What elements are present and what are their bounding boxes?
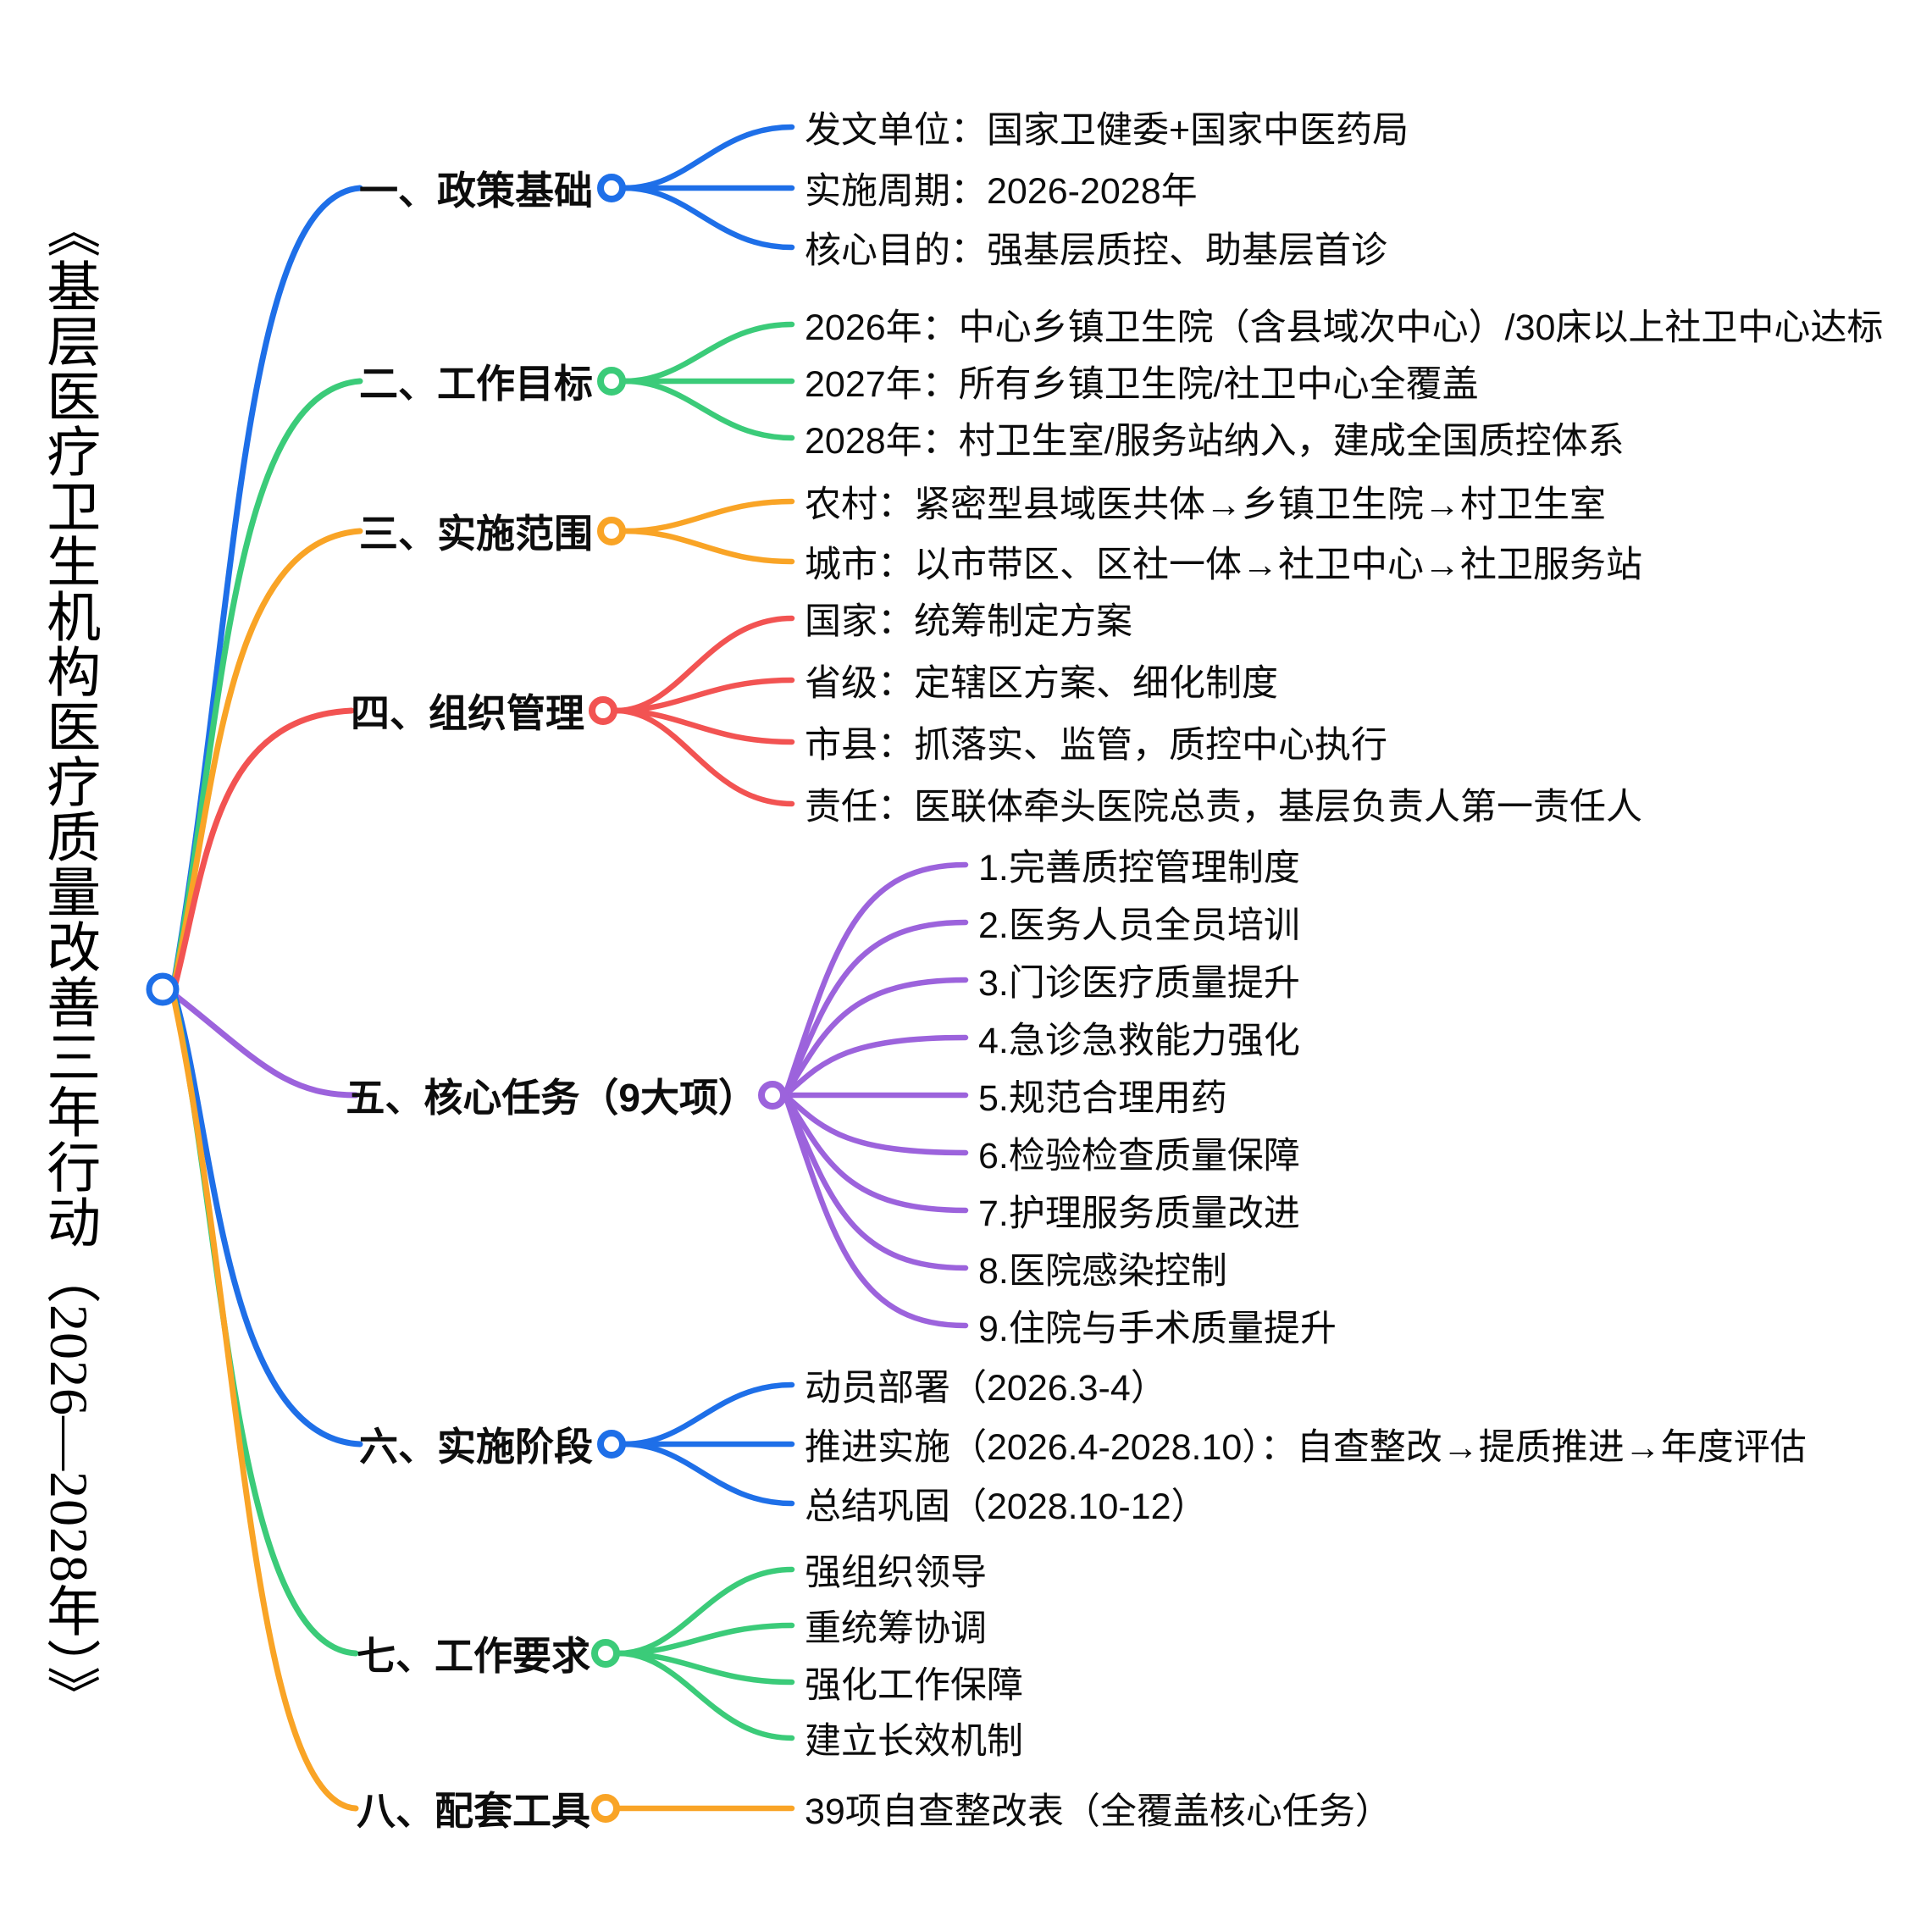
child-topic[interactable]: 推进实施（2026.4-2028.10）：自查整改→提质推进→年度评估 bbox=[805, 1427, 1807, 1468]
branch-label-work-goals[interactable]: 二、工作目标 bbox=[359, 362, 593, 406]
branch-label-supporting-tools[interactable]: 八、配套工具 bbox=[357, 1789, 590, 1833]
child-topic[interactable]: 市县：抓落实、监管，质控中心执行 bbox=[805, 725, 1387, 766]
child-topic[interactable]: 8.医院感染控制 bbox=[978, 1251, 1227, 1292]
child-topic[interactable]: 强化工作保障 bbox=[805, 1665, 1023, 1706]
root-connector-line bbox=[171, 998, 359, 1812]
branch-toggle-circle[interactable] bbox=[591, 1794, 620, 1823]
connector-line bbox=[621, 1381, 795, 1448]
child-topic[interactable]: 39项自查整改表（全覆盖核心任务） bbox=[805, 1791, 1392, 1832]
child-topic[interactable]: 动员部署（2026.3-4） bbox=[805, 1368, 1167, 1409]
connector-line bbox=[615, 1622, 795, 1657]
root-connector-line bbox=[172, 994, 363, 1448]
connector-line bbox=[615, 1650, 795, 1741]
connector-line bbox=[615, 1566, 795, 1657]
root-connector-line bbox=[171, 528, 363, 986]
connector-line bbox=[621, 1441, 795, 1507]
child-topic[interactable]: 2.医务人员全员培训 bbox=[978, 905, 1300, 946]
connector-line bbox=[621, 498, 795, 534]
child-topic[interactable]: 5.规范合理用药 bbox=[978, 1078, 1227, 1119]
child-topic[interactable]: 总结巩固（2028.10-12） bbox=[805, 1486, 1208, 1527]
child-topic[interactable]: 2027年：所有乡镇卫生院/社卫中心全覆盖 bbox=[805, 364, 1479, 405]
child-topic[interactable]: 核心目的：强基层质控、助基层首诊 bbox=[805, 230, 1387, 271]
child-topic[interactable]: 实施周期：2026-2028年 bbox=[805, 171, 1198, 212]
root-node-circle[interactable] bbox=[146, 972, 180, 1006]
connector-line bbox=[782, 1092, 969, 1156]
branch-toggle-circle[interactable] bbox=[597, 517, 626, 545]
connector-line bbox=[782, 1092, 969, 1214]
connector-line bbox=[782, 1092, 969, 1271]
child-topic[interactable]: 2026年：中心乡镇卫生院（含县域次中心）/30床以上社卫中心达标 bbox=[805, 307, 1884, 348]
branch-toggle-circle[interactable] bbox=[591, 1639, 620, 1668]
branch-toggle-circle[interactable] bbox=[589, 696, 617, 725]
connector-line bbox=[612, 707, 795, 807]
connector-line bbox=[782, 977, 969, 1099]
branch-label-core-tasks[interactable]: 五、核心任务（9大项） bbox=[346, 1076, 757, 1120]
child-topic[interactable]: 3.门诊医疗质量提升 bbox=[978, 963, 1300, 1004]
root-connector-line bbox=[173, 993, 359, 1099]
branch-label-organization[interactable]: 四、组织管理 bbox=[351, 691, 584, 735]
connector-line bbox=[621, 321, 795, 385]
root-connector-line bbox=[172, 707, 355, 988]
branch-toggle-circle[interactable] bbox=[758, 1081, 787, 1110]
connector-line bbox=[621, 528, 795, 565]
branch-toggle-circle[interactable] bbox=[597, 367, 626, 396]
root-connector-line bbox=[171, 996, 359, 1657]
root-topic-title[interactable]: 《基层医疗卫生机构医疗质量改善三年行动（2026—2028年）》 bbox=[39, 203, 100, 1721]
child-topic[interactable]: 省级：定辖区方案、细化制度 bbox=[805, 663, 1278, 704]
child-topic[interactable]: 1.完善质控管理制度 bbox=[978, 848, 1300, 888]
connector-line bbox=[612, 615, 795, 714]
child-topic[interactable]: 2028年：村卫生室/服务站纳入，建成全国质控体系 bbox=[805, 421, 1625, 462]
branch-label-implementation-phases[interactable]: 六、实施阶段 bbox=[359, 1425, 593, 1469]
child-topic[interactable]: 4.急诊急救能力强化 bbox=[978, 1021, 1300, 1061]
branch-toggle-circle[interactable] bbox=[597, 174, 626, 202]
child-topic[interactable]: 9.住院与手术质量提升 bbox=[978, 1309, 1337, 1349]
connector-line bbox=[782, 1034, 969, 1099]
connector-line bbox=[782, 861, 969, 1099]
child-topic[interactable]: 国家：统筹制定方案 bbox=[805, 601, 1132, 642]
root-connector-line bbox=[171, 378, 363, 984]
branch-toggle-circle[interactable] bbox=[597, 1430, 626, 1459]
connector-line bbox=[621, 185, 795, 251]
child-topic[interactable]: 城市：以市带区、区社一体→社卫中心→社卫服务站 bbox=[805, 545, 1642, 585]
child-topic[interactable]: 责任：医联体牵头医院总责，基层负责人第一责任人 bbox=[805, 787, 1642, 828]
connector-line bbox=[782, 919, 969, 1099]
child-topic[interactable]: 建立长效机制 bbox=[805, 1721, 1023, 1762]
branch-label-scope[interactable]: 三、实施范围 bbox=[359, 512, 593, 556]
child-topic[interactable]: 发文单位：国家卫健委+国家中医药局 bbox=[805, 110, 1409, 151]
child-topic[interactable]: 强组织领导 bbox=[805, 1553, 987, 1593]
child-topic[interactable]: 6.检验检查质量保障 bbox=[978, 1136, 1300, 1176]
branch-label-work-requirements[interactable]: 七、工作要求 bbox=[357, 1634, 590, 1678]
child-topic[interactable]: 7.护理服务质量改进 bbox=[978, 1193, 1300, 1234]
child-topic[interactable]: 农村：紧密型县域医共体→乡镇卫生院→村卫生室 bbox=[805, 484, 1606, 525]
child-topic[interactable]: 重统筹协调 bbox=[805, 1608, 987, 1649]
connector-line bbox=[621, 124, 795, 191]
connector-line bbox=[621, 378, 795, 441]
branch-label-policy-basis[interactable]: 一、政策基础 bbox=[359, 169, 593, 213]
connector-line bbox=[782, 1092, 969, 1329]
